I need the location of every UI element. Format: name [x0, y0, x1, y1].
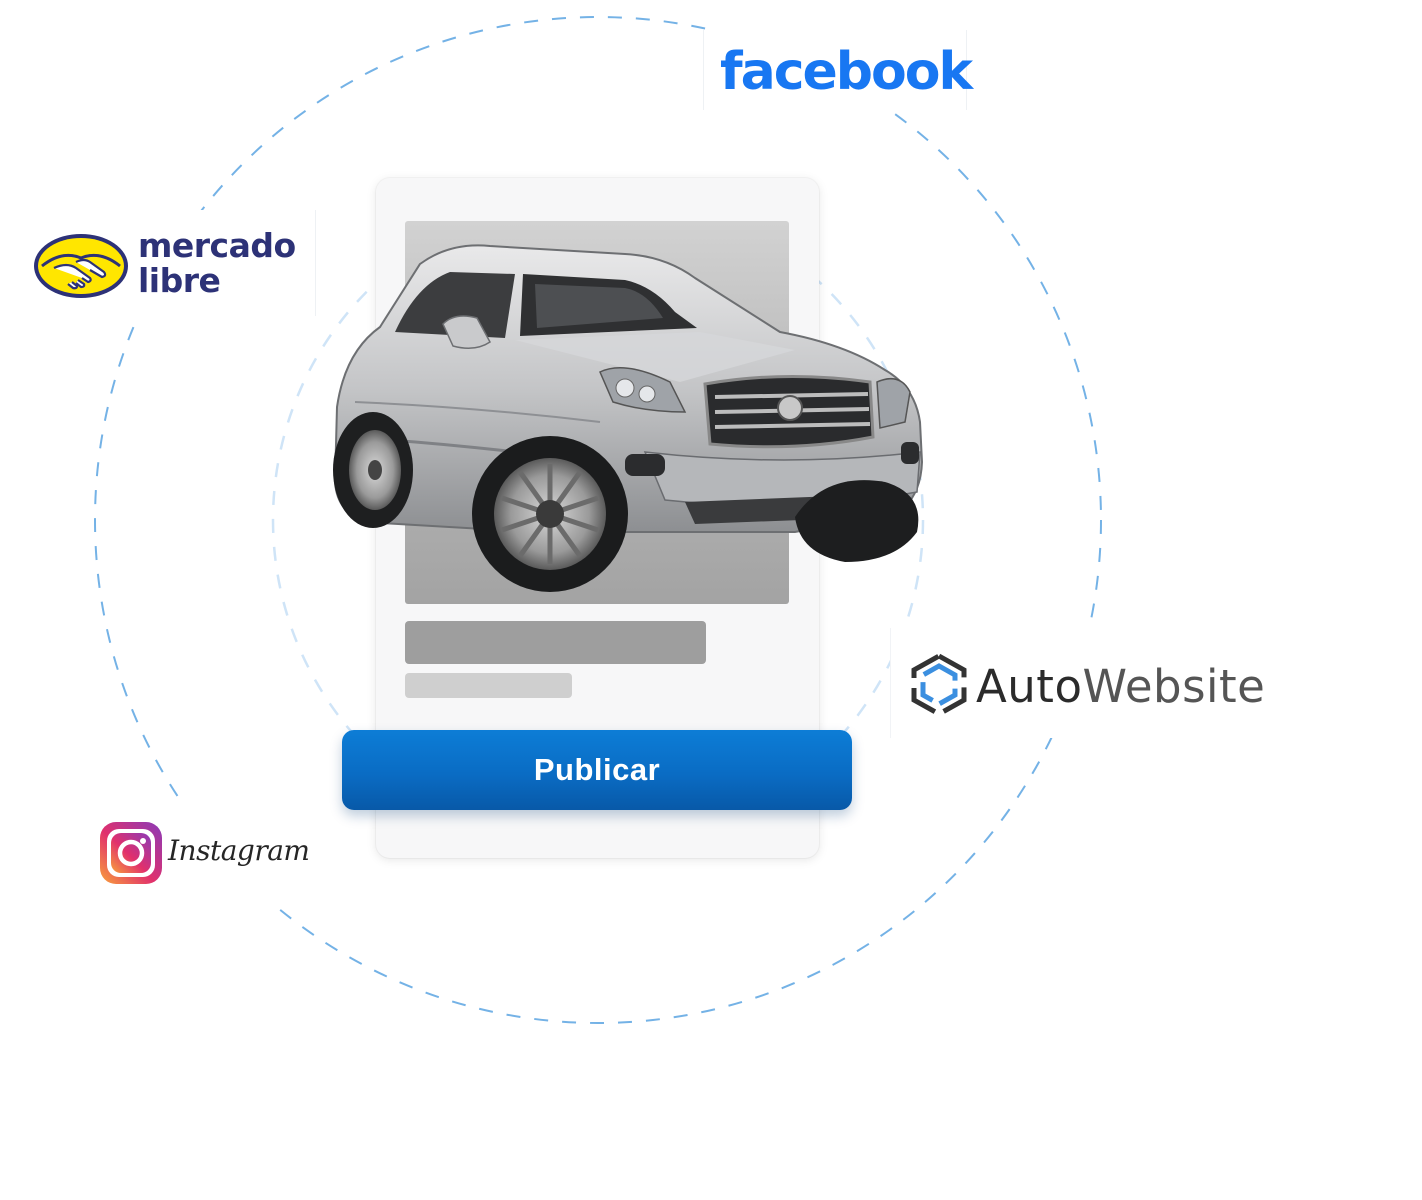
facebook-plate — [703, 30, 967, 110]
autowebsite-wordmark: AutoWebsite — [976, 660, 1265, 713]
mercadolibre-line1: mercado — [138, 226, 296, 265]
autowebsite-plate — [890, 628, 1281, 738]
facebook-logo: facebook — [720, 42, 973, 102]
mercadolibre-line2: libre — [138, 261, 221, 300]
car-icon — [333, 244, 924, 592]
subtitle-placeholder — [405, 673, 572, 698]
publish-button[interactable]: Publicar — [342, 730, 852, 810]
hexagon-icon — [911, 653, 967, 717]
mercadolibre-wordmark: mercado libre — [138, 228, 296, 298]
handshake-icon — [34, 234, 128, 298]
instagram-wordmark: Instagram — [168, 834, 310, 867]
title-placeholder — [405, 621, 706, 664]
camera-icon — [100, 822, 162, 884]
outer-ring — [94, 16, 1102, 1024]
autowebsite-part2: Website — [1082, 660, 1266, 713]
autowebsite-part1: Auto — [976, 660, 1083, 713]
